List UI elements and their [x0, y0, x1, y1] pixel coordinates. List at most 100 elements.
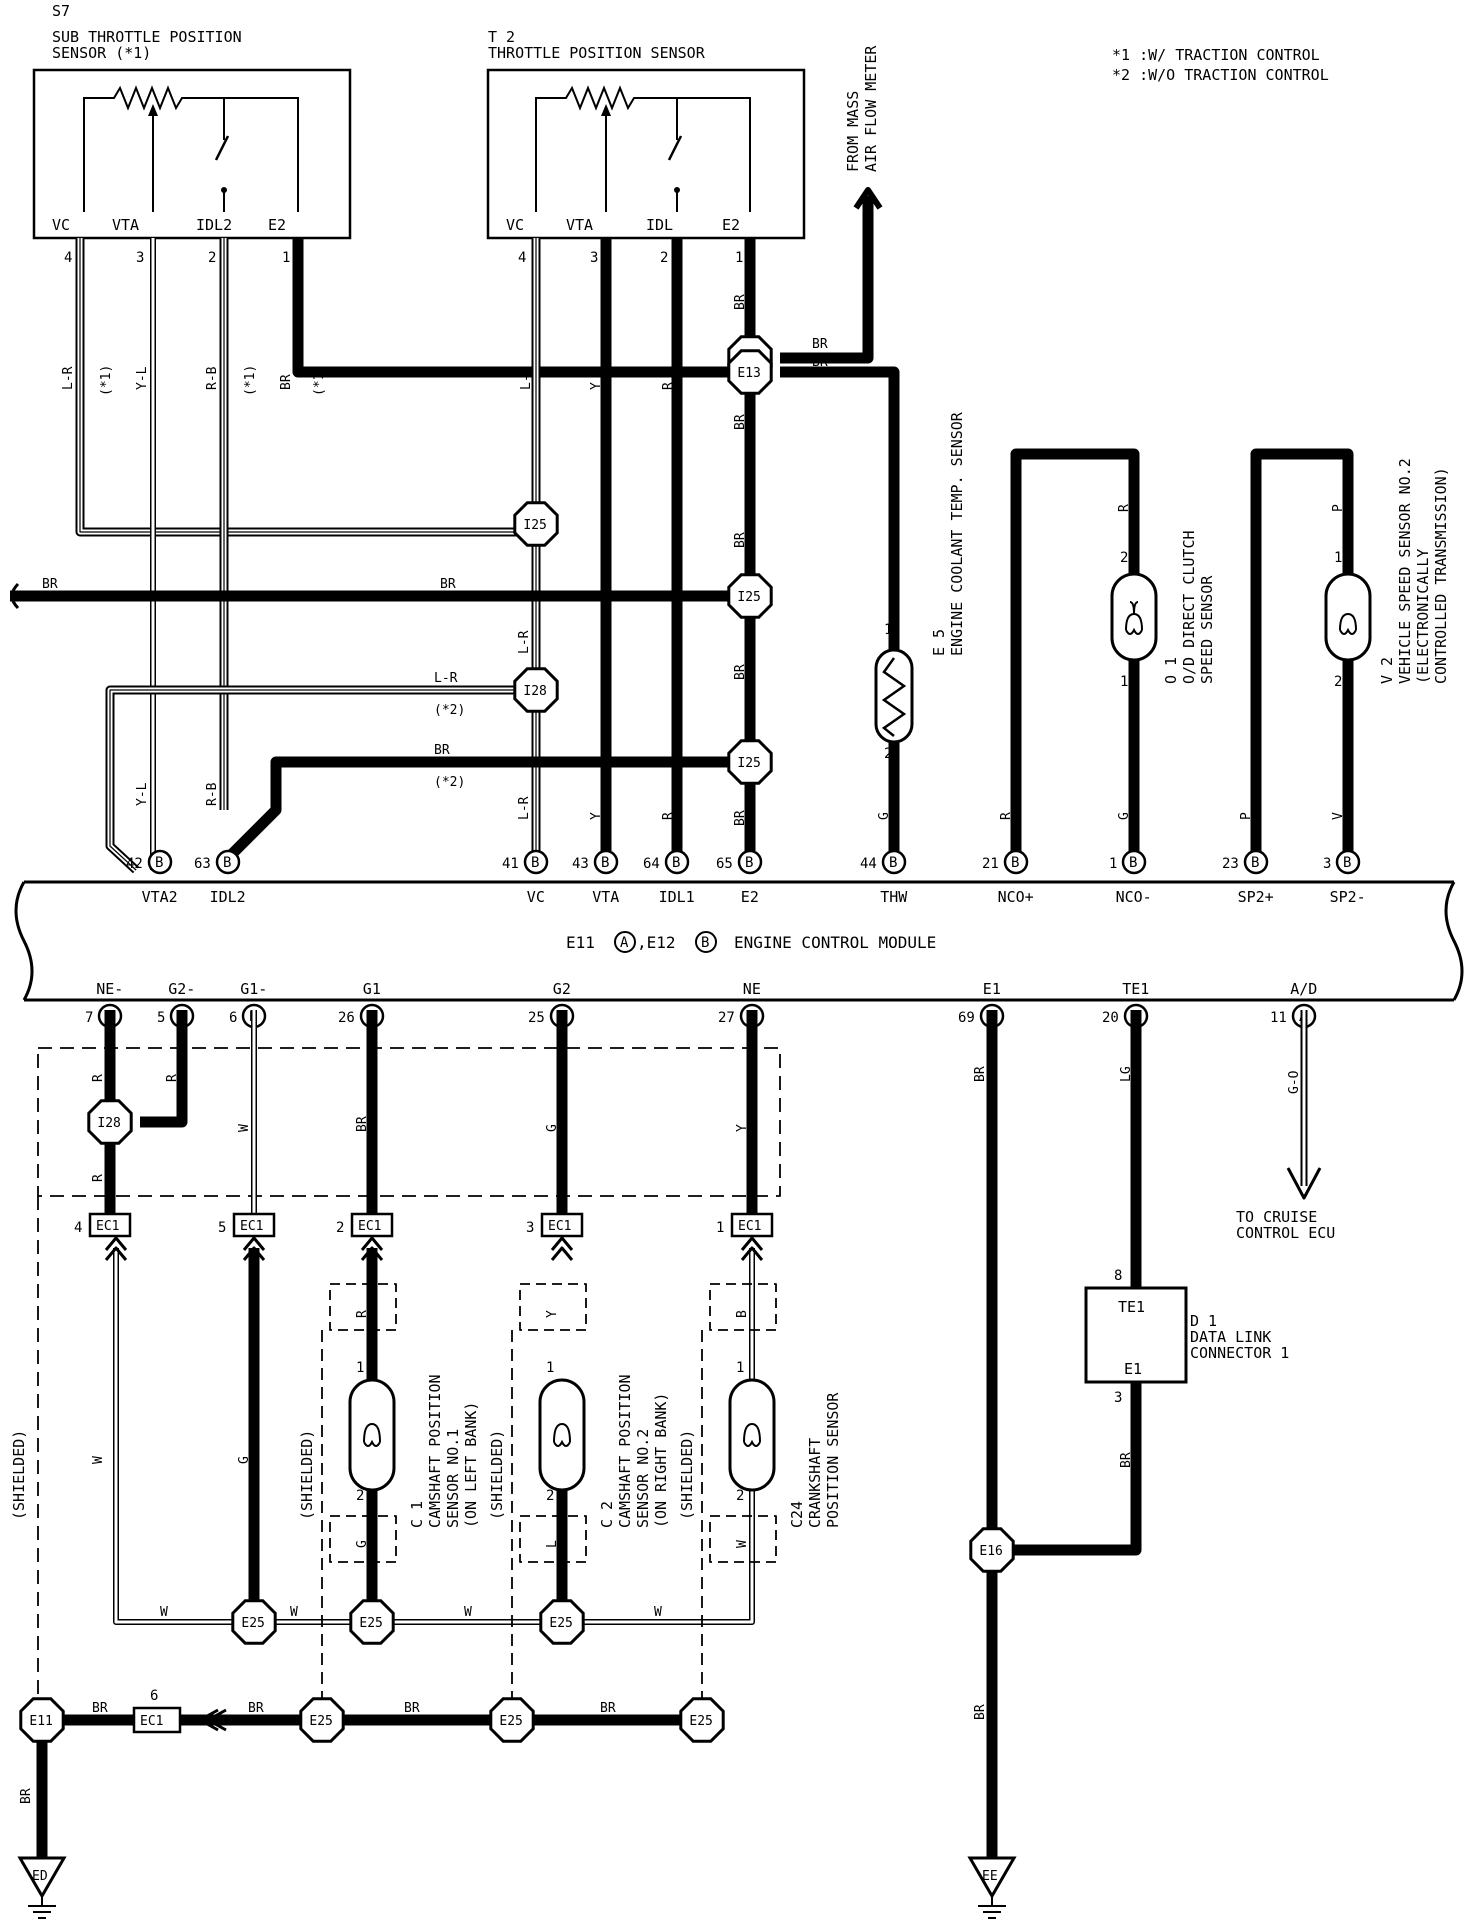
- s7-name-2: SENSOR (*1): [52, 44, 151, 62]
- t2-terminals: VC VTA IDL E2 4 3 2 1: [506, 216, 743, 266]
- wire-code: BR: [19, 1788, 34, 1804]
- traction-note-1: *1 :W/ TRACTION CONTROL: [1112, 46, 1320, 64]
- ad-wire: [1286, 1010, 1322, 1200]
- wire-code: BR: [434, 743, 450, 758]
- d1-pin-8: 8: [1114, 1268, 1122, 1284]
- upper-wires: [10, 187, 1354, 874]
- d1-id: D 1: [1190, 1312, 1217, 1330]
- wire-code: W: [290, 1605, 298, 1620]
- junction-hexagon: [539, 1599, 585, 1645]
- ecm-top-terminal: VC: [527, 888, 545, 906]
- s7-terminals: VC VTA IDL2 E2 4 3 2 1: [52, 216, 290, 266]
- wire-code: P: [1331, 504, 1346, 512]
- ecm-top-pin-number: 43: [572, 856, 589, 872]
- component-label: (ON LEFT BANK): [462, 1402, 480, 1528]
- wire-code: BR: [1119, 1452, 1134, 1468]
- ec1-label: EC1: [96, 1219, 119, 1234]
- wire-code: Y-L: [135, 366, 150, 390]
- ec1-box-6: [132, 1706, 182, 1734]
- wire-code: L: [545, 1540, 560, 1548]
- junction-label: I28: [97, 1116, 120, 1131]
- ecm-top-pin-number: 64: [643, 856, 660, 872]
- c1-sensor: [348, 1378, 396, 1492]
- wire-code: BR: [812, 355, 828, 370]
- br-star2-wire: [224, 756, 730, 862]
- wire-code: B: [735, 1310, 750, 1318]
- wire-code: (*2): [434, 703, 465, 718]
- wire-code: W: [91, 1456, 106, 1464]
- sensor-pin: 1: [356, 1360, 364, 1376]
- wire-code: Y: [589, 382, 604, 390]
- component-label: (SHIELDED): [678, 1430, 696, 1520]
- s7-term-vc: VC: [52, 216, 70, 234]
- component-label: (SHIELDED): [488, 1430, 506, 1520]
- ecm-top-badge-letter: B: [745, 855, 753, 871]
- t2-pin-3: 3: [590, 250, 598, 266]
- ec1-label: EC1: [548, 1219, 571, 1234]
- ground-triangle: [17, 1856, 67, 1899]
- component-label: E 5: [930, 629, 948, 656]
- wire-code: R: [355, 1310, 370, 1318]
- wire-code: L-R: [519, 366, 534, 390]
- sensor-pin: 1: [884, 622, 892, 638]
- wire-code: BR: [812, 337, 828, 352]
- component-label: O 1: [1162, 657, 1180, 684]
- wire-code: BR: [404, 1701, 420, 1716]
- ec1-box: [232, 1212, 276, 1238]
- ecm-bot-pin-number: 7: [85, 1010, 93, 1026]
- lr-star2-wire: [105, 685, 520, 874]
- ecm-top-pin-number: 63: [194, 856, 211, 872]
- ec1-pin-number: 5: [218, 1220, 226, 1236]
- junction-hexagon: [19, 1697, 65, 1743]
- ecm-top-badge-letter: B: [155, 855, 163, 871]
- wire-code: BR: [440, 577, 456, 592]
- junction-hexagon: [969, 1527, 1015, 1573]
- wire-code: G: [355, 1540, 370, 1548]
- ecm-top-badge-letter: B: [1011, 855, 1019, 871]
- junction-label: E25: [359, 1616, 382, 1631]
- junction-label: E11: [29, 1714, 52, 1729]
- wire-code: LG: [1119, 1066, 1134, 1082]
- ecm-bot-pin-number: 11: [1270, 1010, 1287, 1026]
- wire-code: W: [160, 1605, 168, 1620]
- s7-term-vta: VTA: [112, 216, 139, 234]
- ecm-top-pin-number: 1: [1109, 856, 1117, 872]
- ecm-top-badge-letter: B: [223, 855, 231, 871]
- ecm-top-terminal: NCO-: [1116, 888, 1152, 906]
- sensor-pin: 1: [736, 1360, 744, 1376]
- ecm-bot-pin-number: 20: [1102, 1010, 1119, 1026]
- ecm-top-terminal: THW: [880, 888, 908, 906]
- ec1-box: [350, 1212, 394, 1238]
- wire-code: BR: [733, 294, 748, 310]
- d1-e1-wire: [1010, 1382, 1142, 1556]
- ec1-box: [88, 1212, 132, 1238]
- wire-code: BR: [973, 1066, 988, 1082]
- s7-term-idl2: IDL2: [196, 216, 232, 234]
- t2-term-vc: VC: [506, 216, 524, 234]
- s7-term-e2: E2: [268, 216, 286, 234]
- t2-name: THROTTLE POSITION SENSOR: [488, 44, 706, 62]
- ecm-top-badge-letter: B: [601, 855, 609, 871]
- ecm-top-badge: [1121, 849, 1147, 875]
- sensor-pin: 1: [1120, 674, 1128, 690]
- maf-label-1: FROM MASS: [844, 91, 862, 172]
- ecm-top-terminal: IDL1: [659, 888, 695, 906]
- ecm-top-pins: B42VTA2B63IDL2B41VCB43VTAB64IDL1B65E2B44…: [126, 849, 1366, 906]
- wire-code: L-R: [434, 671, 458, 686]
- v2-wire: [1250, 448, 1354, 870]
- ecm-top-terminal: VTA2: [142, 888, 178, 906]
- ecm-bot-pin-number: 25: [528, 1010, 545, 1026]
- ec1-pin-number: 1: [716, 1220, 724, 1236]
- e5-sensor: [874, 648, 914, 744]
- ecm-bot-terminal: G1: [363, 980, 381, 998]
- wire-code: (*2): [434, 775, 465, 790]
- c24-sensor: [728, 1378, 776, 1492]
- ecm-top-pin-number: 42: [126, 856, 143, 872]
- e13-thw-wire: [780, 366, 900, 870]
- sensor-pin: 1: [1334, 550, 1342, 566]
- ground-label: EE: [982, 1869, 998, 1884]
